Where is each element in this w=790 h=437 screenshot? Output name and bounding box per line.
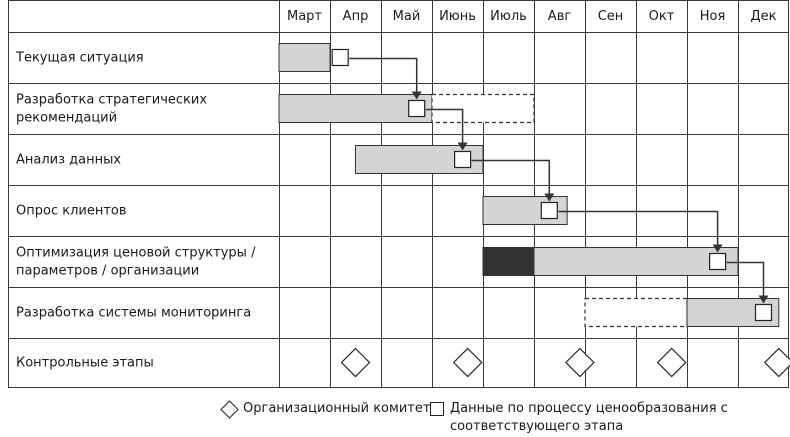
connector-line bbox=[349, 57, 418, 94]
gantt-chart: Март Апр Май Июнь Июль Авг Сен Окт Ноя ДекТекущая… bbox=[8, 0, 790, 388]
committee-diamond bbox=[452, 347, 483, 378]
legend: Организационный комитет Данные по процес… bbox=[220, 400, 780, 436]
task-label: Контрольные этапы bbox=[16, 356, 154, 371]
diamond-icon bbox=[220, 400, 239, 419]
deliverable-square bbox=[708, 252, 727, 271]
month-header: Июнь bbox=[439, 9, 476, 24]
month-header: Окт bbox=[649, 9, 675, 24]
arrow-head bbox=[712, 244, 723, 253]
month-header: Ноя bbox=[700, 9, 726, 24]
arrow-head bbox=[758, 295, 769, 304]
month-header: Апр bbox=[343, 9, 369, 24]
deliverable-square bbox=[331, 48, 349, 67]
task-label: рекомендаций bbox=[16, 111, 117, 126]
month-header: Март bbox=[287, 9, 322, 24]
task-label: Оптимизация ценовой структуры / bbox=[16, 246, 256, 261]
task-bar bbox=[533, 247, 739, 276]
bar-optional bbox=[584, 297, 688, 328]
square-icon bbox=[430, 402, 444, 416]
task-label: Анализ данных bbox=[16, 153, 121, 168]
task-bar bbox=[278, 43, 331, 72]
deliverable-square bbox=[454, 150, 472, 169]
bar-optional bbox=[431, 93, 535, 124]
month-header: Авг bbox=[548, 9, 572, 24]
task-label: параметров / организации bbox=[16, 264, 199, 279]
task-label: Текущая ситуация bbox=[15, 51, 144, 66]
deliverable-square bbox=[408, 99, 426, 118]
task-label: Разработка системы мониторинга bbox=[16, 306, 251, 321]
deliverable-square bbox=[540, 201, 558, 220]
task-bar bbox=[355, 145, 484, 174]
connector-line bbox=[726, 261, 765, 298]
bar-active bbox=[482, 247, 535, 276]
arrow-head bbox=[544, 193, 555, 202]
connector-line bbox=[471, 159, 551, 196]
task-label: Разработка стратегических bbox=[16, 93, 207, 108]
connector-line bbox=[425, 108, 464, 145]
month-header: Сен bbox=[598, 9, 624, 24]
deliverable-square bbox=[754, 303, 773, 322]
arrow-head bbox=[411, 91, 422, 100]
month-header: Дек bbox=[750, 9, 776, 24]
arrow-head bbox=[457, 142, 468, 151]
legend-committee-label: Организационный комитет bbox=[243, 401, 431, 416]
task-label: Опрос клиентов bbox=[16, 204, 127, 219]
connector-line bbox=[558, 210, 719, 247]
legend-data-label-line1: Данные по процессу ценообразования с bbox=[450, 401, 728, 416]
committee-diamond bbox=[763, 347, 790, 378]
committee-diamond bbox=[656, 347, 687, 378]
committee-diamond bbox=[340, 347, 371, 378]
legend-data-label-line2: соответствующего этапа bbox=[450, 419, 624, 434]
committee-diamond bbox=[565, 347, 595, 378]
month-header: Июль bbox=[490, 9, 527, 24]
month-header: Май bbox=[393, 9, 421, 24]
